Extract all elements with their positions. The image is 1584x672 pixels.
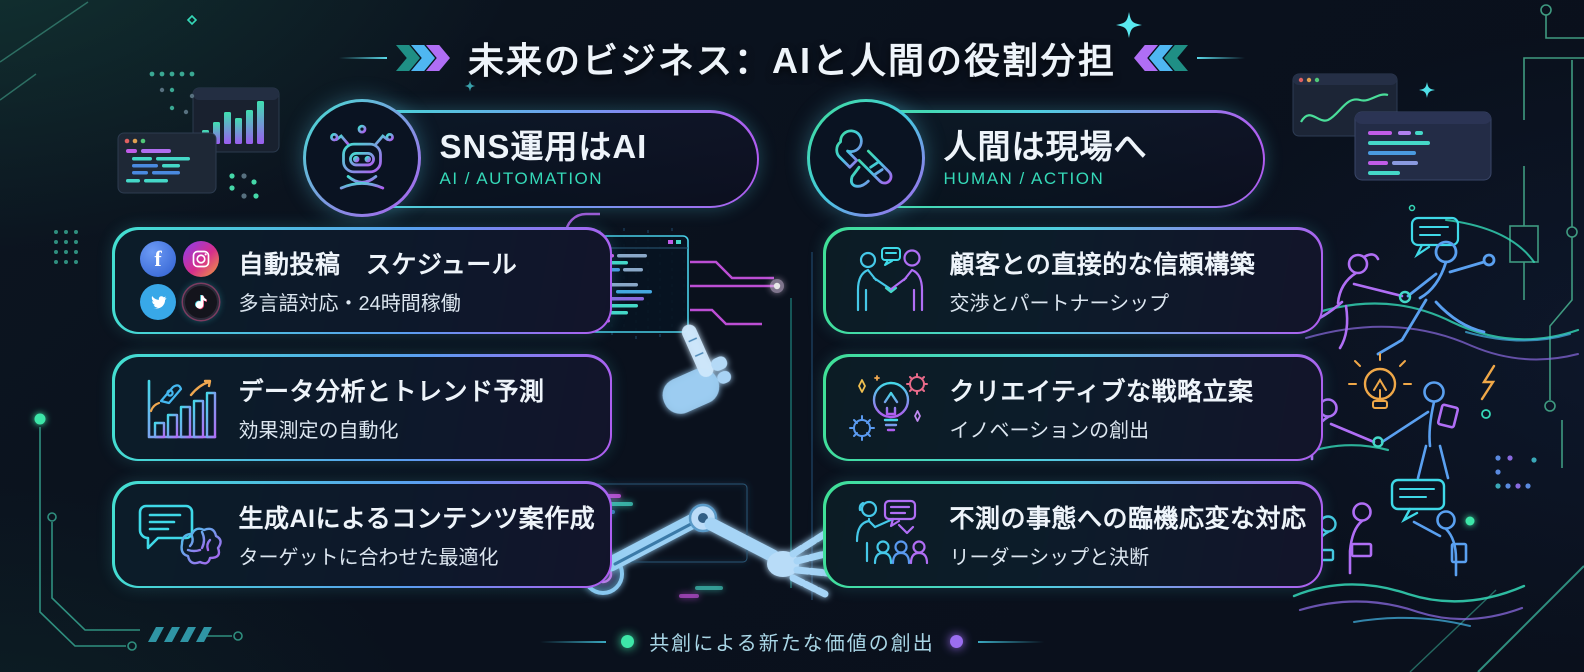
chevrons-right-icon (395, 45, 450, 71)
leader-team-icon (855, 499, 928, 564)
card-title: 顧客との直接的な信頼構築 (949, 251, 1256, 279)
ai-column-header: SNS運用はAI AI / AUTOMATION (303, 99, 759, 219)
card-content-generation: 生成AIによるコンテンツ案作成 ターゲットに合わせた最適化 (112, 481, 612, 588)
robot-hand-pointing-decoration (662, 324, 732, 414)
chat-brain-icon (138, 504, 222, 565)
card-creative-strategy: クリエイティブな戦略立案 イノベーションの創出 (823, 354, 1323, 461)
bar-chart-window-decoration (192, 87, 280, 153)
running-people-illustration (1294, 204, 1580, 361)
social-grid: f (131, 241, 229, 320)
binary-rain-decoration (599, 228, 685, 344)
code-panel-decoration (1354, 111, 1492, 181)
card-title: 不測の事態への臨機応変な対応 (949, 505, 1307, 533)
instagram-icon (183, 241, 219, 277)
code-window-decoration (117, 132, 217, 194)
rocket-bar-chart-icon (147, 379, 216, 438)
column-divider-lines (790, 252, 813, 600)
robot-arm-decoration (582, 483, 845, 598)
handshake-icon (856, 246, 923, 311)
page-header: 未来のビジネス：AIと人間の役割分担 (0, 12, 1584, 84)
human-column-header: 人間は現場へ HUMAN / ACTION (807, 99, 1265, 219)
footer: 共創による新たな価値の創出 (0, 627, 1584, 656)
robot-icon (330, 124, 394, 190)
card-title: データ分析とトレンド予測 (238, 378, 545, 406)
footer-label: 共創による新たな価値の創出 (649, 633, 935, 655)
card-auto-posting: f (112, 227, 612, 334)
lightbulb-gear-icon (848, 372, 928, 441)
tiktok-icon (183, 284, 219, 320)
team-discussion-illustration (1292, 478, 1526, 627)
title-line-left (338, 57, 387, 59)
title-line-right (1197, 57, 1245, 59)
facebook-icon: f (140, 241, 176, 277)
card-subtitle: 交渉とパートナーシップ (949, 293, 1170, 315)
card-trust-building: 顧客との直接的な信頼構築 交渉とパートナーシップ (823, 227, 1323, 334)
handshake-illustration (1296, 353, 1496, 480)
page-title: 未来のビジネス：AIと人間の役割分担 (467, 40, 1116, 81)
footer-line-left (540, 640, 607, 643)
card-title: 生成AIによるコンテンツ案作成 (238, 505, 596, 533)
ai-header-title: SNS運用はAI (439, 127, 648, 165)
footer-purple-dot-icon (949, 635, 963, 648)
card-title: クリエイティブな戦略立案 (949, 378, 1254, 406)
wrench-hand-icon (835, 129, 893, 188)
chevrons-left-icon (1134, 45, 1179, 71)
human-header-title: 人間は現場へ (943, 127, 1148, 165)
footer-green-dot-icon (621, 635, 635, 648)
card-subtitle: ターゲットに合わせた最適化 (238, 547, 499, 569)
card-data-analysis: データ分析とトレンド予測 効果測定の自動化 (112, 354, 612, 461)
card-subtitle: リーダーシップと決断 (949, 547, 1150, 569)
card-subtitle: イノベーションの創出 (949, 420, 1150, 442)
card-subtitle: 効果測定の自動化 (238, 420, 399, 442)
human-header-subtitle: HUMAN / ACTION (943, 169, 1105, 189)
card-title: 自動投稿 スケジュール (238, 251, 518, 279)
card-crisis-response: 不測の事態への臨機応変な対応 リーダーシップと決断 (823, 481, 1323, 588)
ai-header-subtitle: AI / AUTOMATION (439, 169, 604, 189)
footer-line-right (977, 640, 1044, 643)
card-subtitle: 多言語対応・24時間稼働 (238, 293, 461, 315)
sparkle-icon (1116, 12, 1142, 38)
twitter-icon (140, 284, 176, 320)
